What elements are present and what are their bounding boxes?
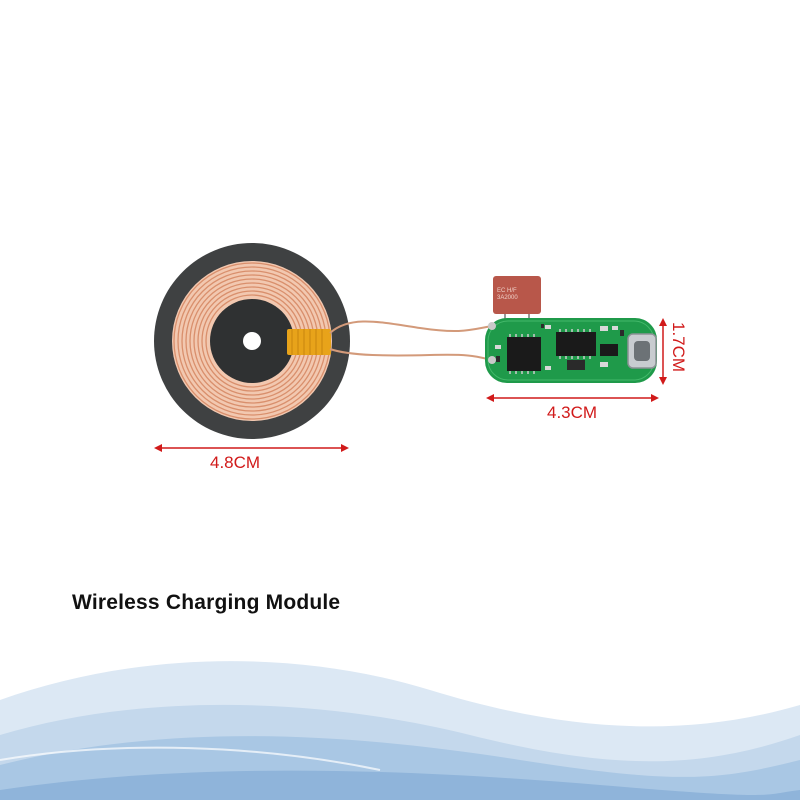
pcb-board — [485, 318, 657, 383]
coil-diameter-label: 4.8CM — [210, 453, 261, 472]
wireless-charging-coil — [154, 243, 350, 439]
board-length-label: 4.3CM — [547, 403, 598, 422]
capacitor-marking: EC H/F 3A2000 — [497, 288, 518, 301]
coil-lead-wires — [329, 320, 493, 361]
dimension-arrows — [154, 318, 667, 452]
product-title: Wireless Charging Module — [72, 591, 341, 614]
